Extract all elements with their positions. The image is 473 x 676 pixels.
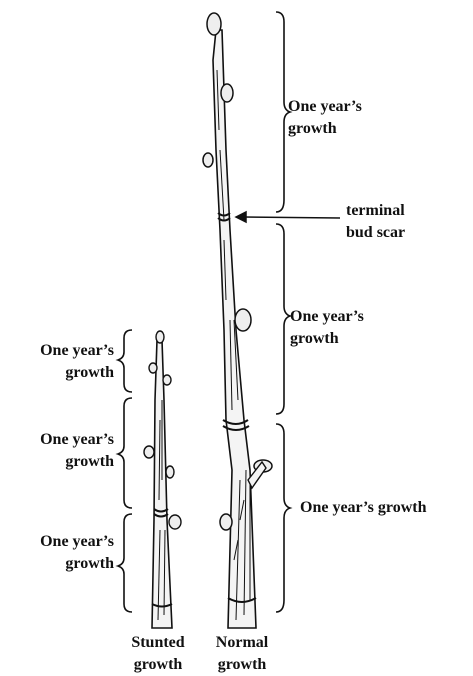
brace-stunted-top — [118, 330, 132, 392]
label-terminal-bud-scar-line2: bud scar — [346, 222, 405, 244]
label-normal-top: One year’s growth — [288, 96, 362, 140]
label-normal-middle: One year’s growth — [290, 306, 364, 350]
label-stunted-bottom-line2: growth — [6, 553, 114, 575]
label-terminal-bud-scar-line1: terminal — [346, 200, 405, 222]
caption-stunted-growth: Stunted growth — [116, 632, 200, 676]
label-normal-top-line2: growth — [288, 118, 362, 140]
label-stunted-top: One year’s growth — [6, 340, 114, 384]
caption-normal-growth: Normal growth — [200, 632, 284, 676]
brace-normal-middle — [276, 224, 290, 414]
brace-stunted-middle — [118, 398, 132, 508]
brace-normal-bottom — [276, 424, 290, 612]
label-normal-middle-line1: One year’s — [290, 306, 364, 328]
label-stunted-middle-line1: One year’s — [6, 429, 114, 451]
label-stunted-top-line1: One year’s — [6, 340, 114, 362]
label-terminal-bud-scar: terminal bud scar — [346, 200, 405, 244]
caption-stunted-growth-line1: Stunted — [116, 632, 200, 654]
label-normal-bottom: One year’s growth — [300, 497, 427, 519]
label-stunted-middle: One year’s growth — [6, 429, 114, 473]
label-normal-middle-line2: growth — [290, 328, 364, 350]
label-stunted-middle-line2: growth — [6, 451, 114, 473]
stunted-braces — [118, 330, 132, 612]
label-stunted-bottom-line1: One year’s — [6, 531, 114, 553]
label-normal-top-line1: One year’s — [288, 96, 362, 118]
label-stunted-top-line2: growth — [6, 362, 114, 384]
terminal-bud-scar-arrow — [236, 212, 340, 222]
label-stunted-bottom: One year’s growth — [6, 531, 114, 575]
brace-stunted-bottom — [118, 514, 132, 612]
label-normal-bottom-line1: One year’s growth — [300, 497, 427, 519]
caption-normal-growth-line1: Normal — [200, 632, 284, 654]
